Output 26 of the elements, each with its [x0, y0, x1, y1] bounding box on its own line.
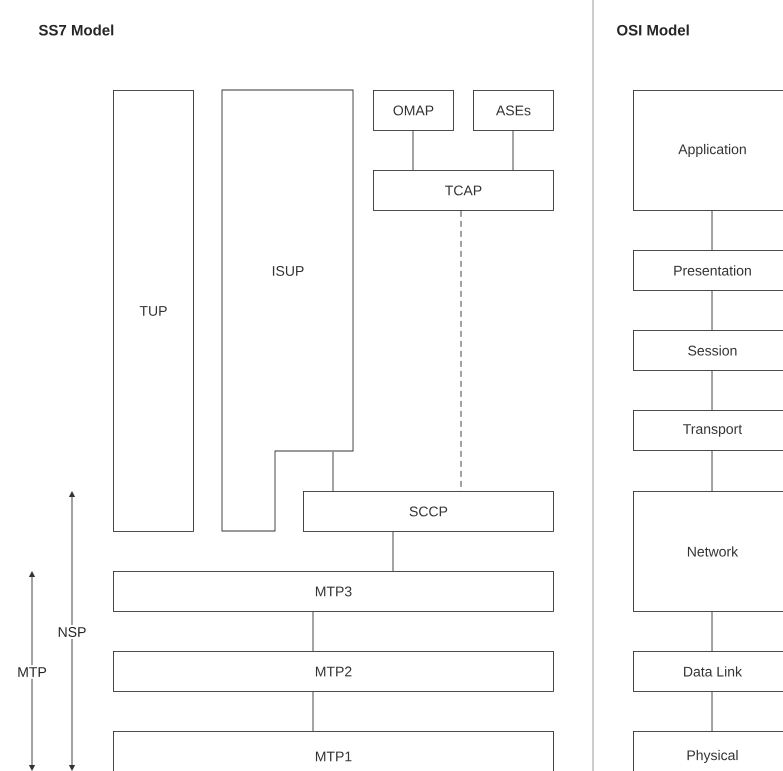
osi-layer-box: Session — [633, 330, 783, 371]
heading: SS7 Model — [36, 22, 116, 38]
osi-layer-box: Data Link — [633, 651, 783, 692]
connector-line — [392, 531, 394, 572]
osi-layer-box: Network — [633, 491, 783, 612]
osi-layer-box: Presentation — [633, 250, 783, 291]
dimension-label: MTP — [15, 665, 49, 679]
connector-line — [312, 611, 314, 652]
protocol-layer-box: MTP2 — [113, 651, 554, 692]
connector-line — [512, 130, 514, 170]
protocol-layer-box: OMAP — [373, 90, 454, 131]
protocol-layer-box: MTP3 — [113, 571, 554, 612]
osi-layer-box: Physical — [633, 731, 783, 771]
heading: OSI Model — [614, 22, 692, 38]
protocol-layer-box: TUP — [113, 90, 194, 532]
connector-line — [312, 691, 314, 732]
protocol-layer-box: ISUP — [222, 90, 354, 532]
osi-layer-box: Transport — [633, 410, 783, 451]
protocol-layer-box: SCCP — [303, 491, 554, 532]
dimension-label: NSP — [56, 625, 88, 639]
protocol-layer-box: ASEs — [473, 90, 554, 131]
protocol-layer-box: TCAP — [373, 170, 554, 211]
connector-line — [412, 130, 414, 170]
osi-layer-box: Application — [633, 90, 783, 211]
protocol-layer-box: MTP1 — [113, 731, 554, 771]
connector-line — [332, 451, 334, 492]
